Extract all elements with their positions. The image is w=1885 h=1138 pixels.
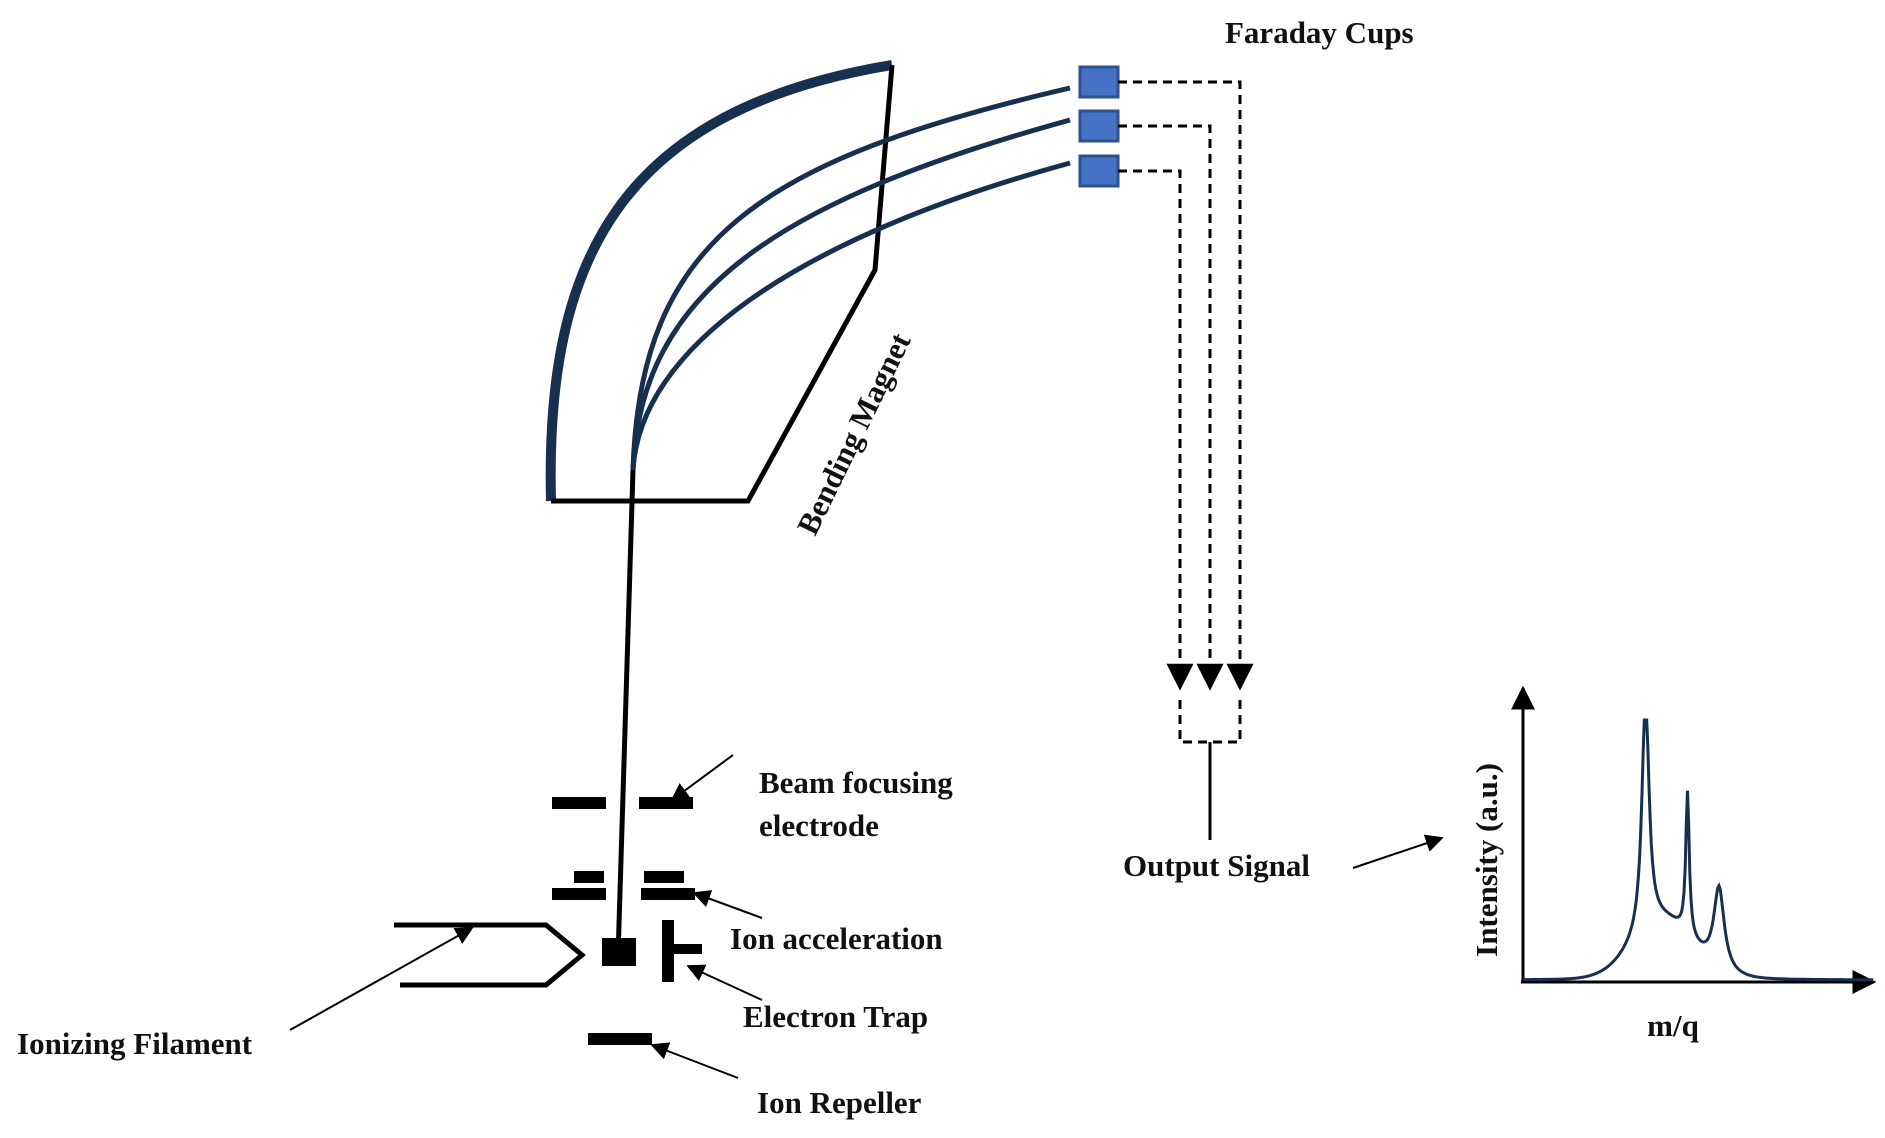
faraday-cups-label: Faraday Cups [1225, 15, 1414, 50]
signal-line-2 [1118, 124, 1224, 691]
ion-acceleration-plate-left-top [574, 871, 604, 883]
faraday-cup-1 [1078, 65, 1120, 99]
beam-focusing-electrode-left [552, 797, 606, 809]
ionizing-filament-label: Ionizing Filament [17, 1026, 253, 1061]
ion-beam-path-2 [630, 117, 1071, 471]
faraday-cups [1078, 65, 1120, 188]
magnet-body-outline [551, 64, 895, 504]
chart-y-axis-label: Intensity (a.u.) [1469, 763, 1504, 957]
signal-line-3 [1118, 169, 1194, 691]
beam-focusing-pointer [670, 754, 734, 802]
magnet-outer-curve [545, 60, 893, 502]
ion-repeller-label: Ion Repeller [757, 1085, 922, 1120]
ion-beam-path-1 [630, 85, 1071, 471]
ion-repeller-plate [588, 1033, 652, 1045]
ion-beam-main [615, 469, 636, 958]
chart-x-axis-label: m/q [1647, 1008, 1699, 1043]
output-signal-label: Output Signal [1123, 848, 1310, 883]
ion-beam-path-3 [630, 160, 1071, 471]
ion-source [552, 797, 702, 1045]
pointer-arrows [289, 754, 1444, 1079]
spectrum-chart: m/q Intensity (a.u.) [1469, 685, 1877, 1043]
ion-source-block [602, 938, 636, 966]
ionizing-filament [394, 922, 586, 988]
beam-focusing-electrode-right [639, 797, 693, 809]
ion-beams [615, 85, 1071, 958]
faraday-cup-3 [1078, 154, 1120, 188]
signal-collector-dashed [1178, 700, 1242, 744]
electron-trap-pointer [686, 964, 763, 1001]
faraday-cup-2 [1078, 109, 1120, 143]
bending-magnet [545, 60, 895, 504]
bending-magnet-label: Bending Magnet [790, 327, 918, 540]
beam-focusing-label-line2: electrode [759, 808, 879, 843]
electron-trap-bar [662, 920, 674, 982]
ionizing-filament-pointer [289, 927, 474, 1031]
electron-trap-tab [674, 944, 702, 954]
ion-acceleration-plate-left [552, 888, 606, 900]
electron-trap-label: Electron Trap [743, 999, 928, 1034]
beam-focusing-label-line1: Beam focusing [759, 765, 953, 800]
signal-line-1 [1118, 80, 1254, 691]
output-signal-pointer [1352, 834, 1444, 869]
ion-acceleration-label: Ion acceleration [730, 921, 943, 956]
ion-acceleration-pointer [692, 890, 763, 919]
ion-acceleration-plate-right-top [644, 871, 684, 883]
ion-repeller-pointer [650, 1042, 739, 1079]
spectrum-series-line [1523, 718, 1873, 982]
ion-acceleration-plate-right [641, 888, 695, 900]
signal-lines [1118, 80, 1254, 744]
